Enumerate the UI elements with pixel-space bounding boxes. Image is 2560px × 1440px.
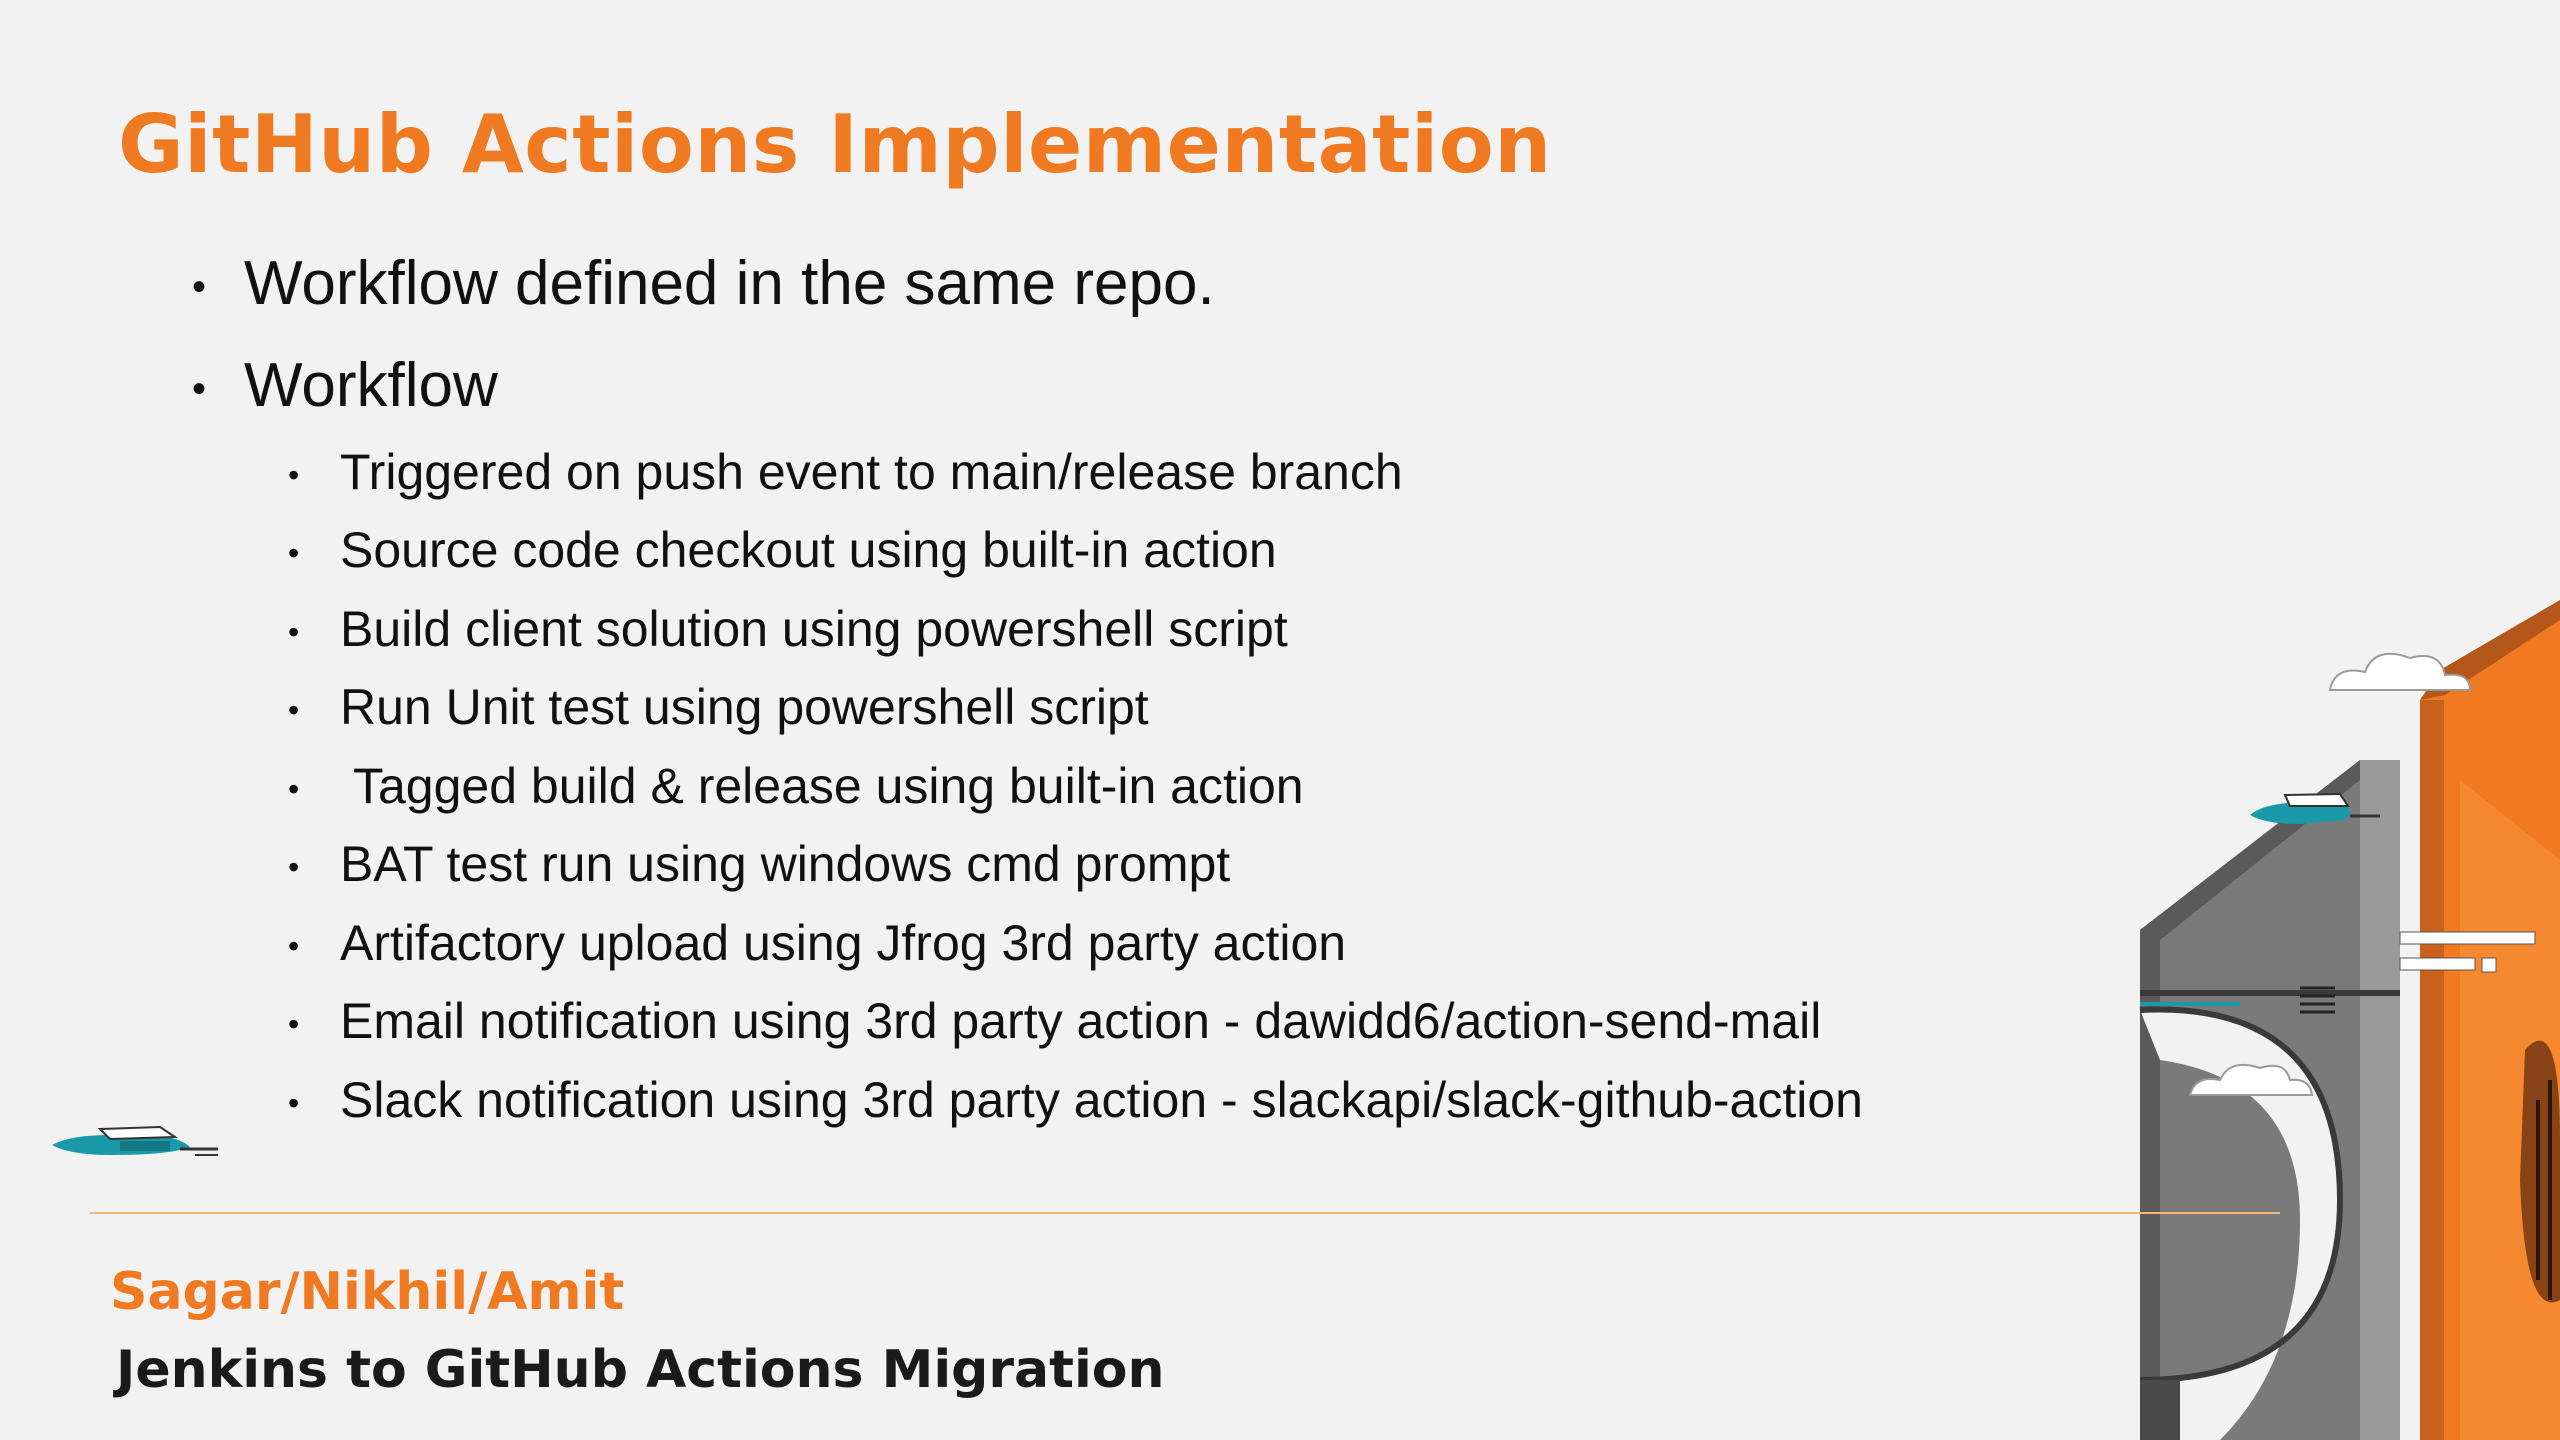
sub-bullet-item: • Run Unit test using powershell script bbox=[288, 678, 1149, 736]
bullet-dot: • bbox=[288, 1006, 300, 1043]
sub-bullet-text: BAT test run using windows cmd prompt bbox=[340, 836, 1231, 892]
sub-bullet-item: • Triggered on push event to main/release… bbox=[288, 443, 1403, 501]
sub-bullet-text: Triggered on push event to main/release … bbox=[340, 444, 1403, 500]
bullet-item: • Workflow defined in the same repo. bbox=[192, 248, 1215, 319]
bullet-dot: • bbox=[288, 535, 300, 572]
sub-bullet-text: Email notification using 3rd party actio… bbox=[340, 993, 1822, 1049]
sub-bullet-item: • Slack notification using 3rd party acti… bbox=[288, 1071, 1863, 1129]
sub-bullet-text: Source code checkout using built-in acti… bbox=[340, 522, 1277, 578]
sub-bullet-item: • Artifactory upload using Jfrog 3rd part… bbox=[288, 914, 1346, 972]
bullet-dot: • bbox=[288, 1085, 300, 1122]
bullet-dot: • bbox=[288, 849, 300, 886]
sub-bullet-text: Artifactory upload using Jfrog 3rd party… bbox=[340, 915, 1347, 971]
bullet-dot: • bbox=[288, 614, 300, 651]
bullet-dot: • bbox=[192, 265, 207, 310]
sub-bullet-text: Slack notification using 3rd party actio… bbox=[340, 1072, 1863, 1128]
bullet-dot: • bbox=[192, 367, 207, 412]
airplane-icon bbox=[52, 1125, 218, 1156]
bullet-text: Workflow bbox=[244, 351, 498, 420]
bullet-dot: • bbox=[288, 928, 300, 965]
sub-bullet-item: • Email notification using 3rd party acti… bbox=[288, 992, 1821, 1050]
building-illustration bbox=[2139, 600, 2560, 1440]
bullet-dot: • bbox=[288, 771, 300, 808]
sub-bullet-text: Run Unit test using powershell script bbox=[340, 679, 1149, 735]
slide-title: GitHub Actions Implementation bbox=[118, 98, 1552, 191]
bullet-item: • Workflow bbox=[192, 350, 498, 421]
footer-subtitle: Jenkins to GitHub Actions Migration bbox=[116, 1340, 1165, 1400]
cloud-icon bbox=[2328, 652, 2472, 691]
bullet-text: Workflow defined in the same repo. bbox=[244, 249, 1215, 318]
bullet-dot: • bbox=[288, 692, 300, 729]
cloud-icon bbox=[2188, 1064, 2314, 1096]
sub-bullet-item: • Tagged build & release using built-in … bbox=[288, 757, 1304, 815]
sub-bullet-text: Build client solution using powershell s… bbox=[340, 601, 1288, 657]
sub-bullet-text: Tagged build & release using built-in ac… bbox=[340, 758, 1304, 814]
sub-bullet-item: • Build client solution using powershell … bbox=[288, 600, 1288, 658]
footer-authors: Sagar/Nikhil/Amit bbox=[110, 1262, 625, 1322]
sub-bullet-item: • BAT test run using windows cmd prompt bbox=[288, 835, 1230, 893]
bullet-dot: • bbox=[288, 457, 300, 494]
sub-bullet-item: • Source code checkout using built-in act… bbox=[288, 521, 1277, 579]
footer-divider bbox=[90, 1212, 2280, 1214]
